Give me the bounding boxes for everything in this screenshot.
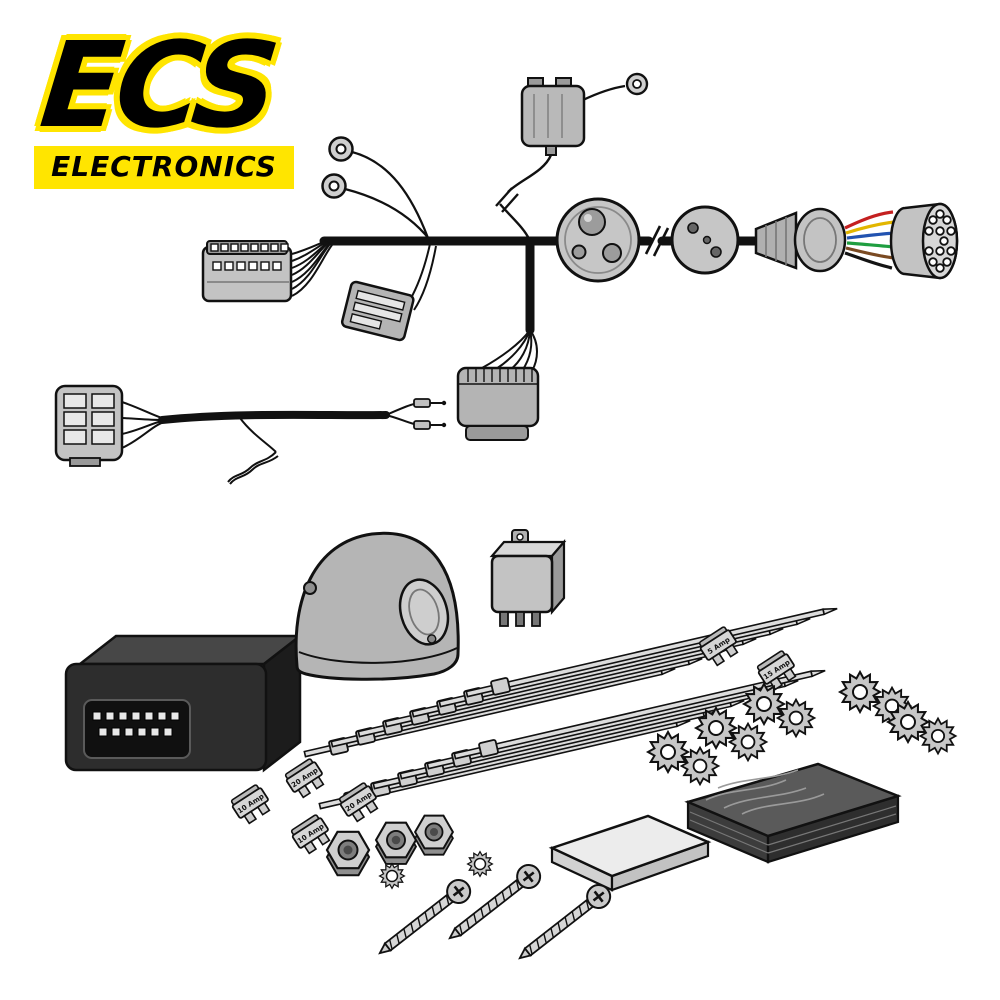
relay-block-connector-icon [340,243,437,342]
wire-brown [845,246,895,260]
serrated-washer-icon [466,850,494,878]
hex-nut-icon [375,821,417,865]
branch-connector-icon [456,329,540,441]
quick-splice-icon [887,701,957,755]
twisted-wire [227,417,279,485]
oval-connector-icon [793,207,847,273]
ring-terminal-icon [321,173,431,241]
round-socket-icon [555,197,641,283]
logo-subtitle-text: ELECTRONICS [34,146,294,189]
grommet-boot-icon [754,211,798,270]
kit-components: 10 Amp 20 Amp 20 Amp 10 Amp 5 Amp 15 Amp [64,529,957,969]
secondary-cable [158,410,390,424]
hex-nut-icon [414,814,454,856]
wire-black [844,251,893,270]
wire-red [844,210,894,230]
ecu-plug-connector-icon [54,384,165,467]
wire-blue [846,231,896,240]
fuse-icon: 10 Amp [228,782,275,828]
screw-icon [511,879,617,969]
anti-noise-pad-icon [684,762,902,864]
control-module-icon [64,633,304,773]
socket-housing-icon [294,531,460,681]
relay-kit-icon [489,529,567,627]
colored-wires [844,210,896,270]
hex-nut-icon [325,830,371,877]
screw-icon [371,874,477,964]
cylindrical-connector-icon [889,202,959,280]
logo-brand-text: ECS [34,16,280,154]
multi-pin-connector-icon [201,240,333,303]
fuse-icon: 20 Amp [282,756,329,802]
relay-icon [495,72,649,240]
secondary-harness [54,384,447,485]
cable-break-icon [644,225,670,257]
round-plate-connector-icon [670,205,740,275]
ring-terminal-icon [328,136,430,239]
wire-yellow [845,220,895,235]
wire-terminals-icon [385,398,447,430]
top-harness [201,72,959,441]
serrated-washer-icon [378,862,406,890]
wire-green [846,241,896,249]
ecs-logo: ECS ELECTRONICS [34,16,294,189]
foam-pad-icon [548,814,712,892]
